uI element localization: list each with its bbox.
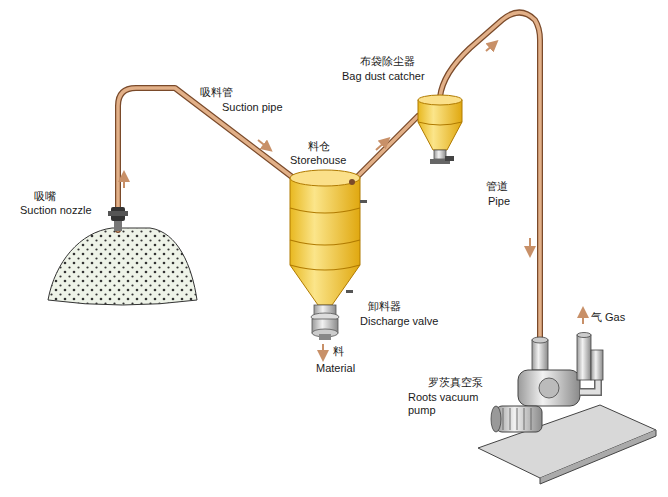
part-label: Storehouse [290, 154, 346, 167]
part-label: 吸嘴 [34, 190, 56, 203]
part-label: Pipe [488, 195, 510, 208]
part-label: Roots vacuum pump [408, 391, 488, 417]
part-label: Suction nozzle [20, 204, 92, 217]
part-label: 料 [333, 345, 344, 358]
part-label: Gas [605, 311, 625, 324]
part-label: 管道 [486, 180, 508, 193]
part-label: 气 [591, 311, 602, 324]
part-label: Suction pipe [222, 101, 283, 114]
part-label: Discharge valve [360, 315, 438, 328]
part-label: 布袋除尘器 [360, 55, 415, 68]
part-label: 卸料器 [368, 300, 401, 313]
part-label: Bag dust catcher [342, 70, 425, 83]
part-label: 吸料管 [200, 86, 233, 99]
part-label: 料仓 [308, 140, 330, 153]
part-label: Material [316, 362, 355, 375]
part-label: 罗茨真空泵 [428, 376, 483, 389]
